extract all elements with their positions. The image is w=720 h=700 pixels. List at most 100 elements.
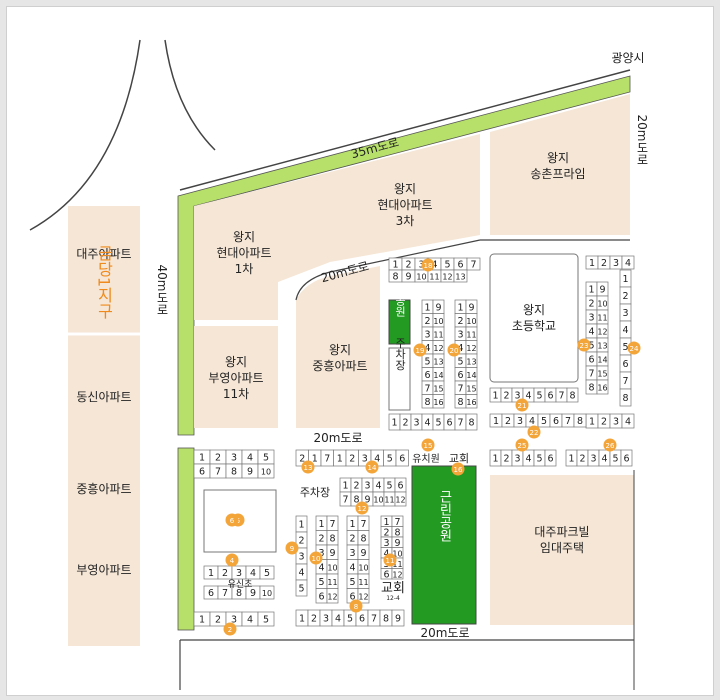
block-buyeong-11 [194,326,278,428]
lot-number: 8 [360,533,366,544]
lot-number: 1 [392,260,398,271]
lot-number: 4 [529,416,535,427]
lot-number: 9 [394,538,400,549]
lot-cell [466,257,481,271]
lot-number: 2 [298,536,304,547]
neighborhood-park [411,465,477,625]
lot-number: 4 [335,614,341,625]
lot-number: 10 [373,496,383,505]
map-marker-number: 26 [606,442,615,450]
lot-number: 7 [342,495,348,506]
lot-cell [357,588,370,604]
lot-number: 3 [323,614,329,625]
hyundai1-line1: 왕지 [233,230,255,244]
lot-number: 15 [597,370,607,379]
lot-number: 11 [433,330,443,339]
lot-number: 5 [457,356,463,367]
hyundai1-line3: 1차 [235,262,254,276]
lot-number: 1 [589,258,595,269]
lot-cell [621,255,635,270]
buyeong-apt-left-label: 부영아파트 [76,563,131,577]
gwangyang-label: 광양시 [611,51,644,65]
lot-number: 9 [329,548,335,559]
lot-cell [257,611,275,627]
lot-number: 8 [569,391,575,402]
lot-number: 8 [329,533,335,544]
lot-number: 1 [493,416,499,427]
daeju-park-line2: 임대주택 [540,541,584,555]
lot-number: 7 [329,519,335,530]
lot-number: 6 [383,569,389,580]
lot-number: 5 [536,454,542,465]
lot-cell [326,588,339,604]
lot-number: 10 [358,563,368,572]
lot-number: 9 [247,467,253,478]
lot-number: 1 [391,418,397,429]
map-marker [603,438,617,452]
lot-number: 3 [383,538,389,549]
lot-number: 2 [405,260,411,271]
road-edge-highway [179,69,631,191]
block-hyundai-1 [194,172,330,320]
lot-number: 3 [514,391,520,402]
block-songchon [490,94,630,235]
lot-number: 11 [597,314,607,323]
lot-number: 16 [597,384,607,393]
lot-number: 5 [263,615,269,626]
lot-number: 3 [413,418,419,429]
block-hyundai-3 [330,134,480,262]
marker-layer: 24568910111213141516181920212223242526 [223,258,641,636]
lot-number: 1 [342,481,348,492]
daeju-park-line1: 대주파크빌 [534,525,589,539]
buyeong11-line2: 부영아파트 [208,371,263,385]
lot-number: 16 [433,398,443,407]
lot-number: 6 [318,591,324,602]
lot-number: 4 [424,418,430,429]
lot-number: 5 [386,481,392,492]
lot-number: 1 [383,517,389,528]
lot-number: 5 [349,577,355,588]
church-1-label: 교회 [449,452,469,465]
lot-cell [596,379,609,395]
school-line1: 왕지 [523,303,545,317]
lot-number: 13 [466,357,476,366]
hyundai3-line3: 3차 [396,214,415,228]
map-marker-number: 11 [386,557,395,565]
daeju-apt-label: 대주아파트 [76,247,131,261]
lot-number: 5 [622,342,628,353]
school-block [489,253,579,383]
lot-number: 4 [349,562,355,573]
lot-cell [573,413,587,428]
hyundai1-line2: 현대아파트 [216,246,271,260]
lot-number: 6 [424,370,430,381]
lot-number: 3 [298,552,304,563]
lot-number: 4 [250,568,256,579]
lot-number: 4 [525,391,531,402]
lot-number: 2 [503,454,509,465]
lot-number: 7 [457,418,463,429]
lot-number: 4 [601,454,607,465]
map-marker [223,622,237,636]
map-marker [451,462,465,476]
lot-number: 1 [199,453,205,464]
lot-number: 9 [364,495,370,506]
map-marker-number: 8 [354,603,358,611]
lot-number: 4 [247,453,253,464]
lot-number: 1 [622,274,628,285]
parking-box-1 [388,347,411,411]
lot-number: 4 [622,325,628,336]
lot-number: 6 [208,588,214,599]
lot-number: 1 [492,454,498,465]
block-jungheung [296,266,380,428]
lot-cell [619,388,632,407]
map-marker-number: 22 [530,429,539,437]
lot-number: 8 [622,393,628,404]
lot-number: 2 [349,454,355,465]
lot-number: 11 [429,273,439,282]
lot-number: 9 [250,588,256,599]
lot-cell [259,565,275,580]
lot-grid: 1234567891011121312345678910111213141516… [193,255,635,627]
lot-number: 7 [360,519,366,530]
lot-number: 1 [298,520,304,531]
lot-number: 3 [362,454,368,465]
